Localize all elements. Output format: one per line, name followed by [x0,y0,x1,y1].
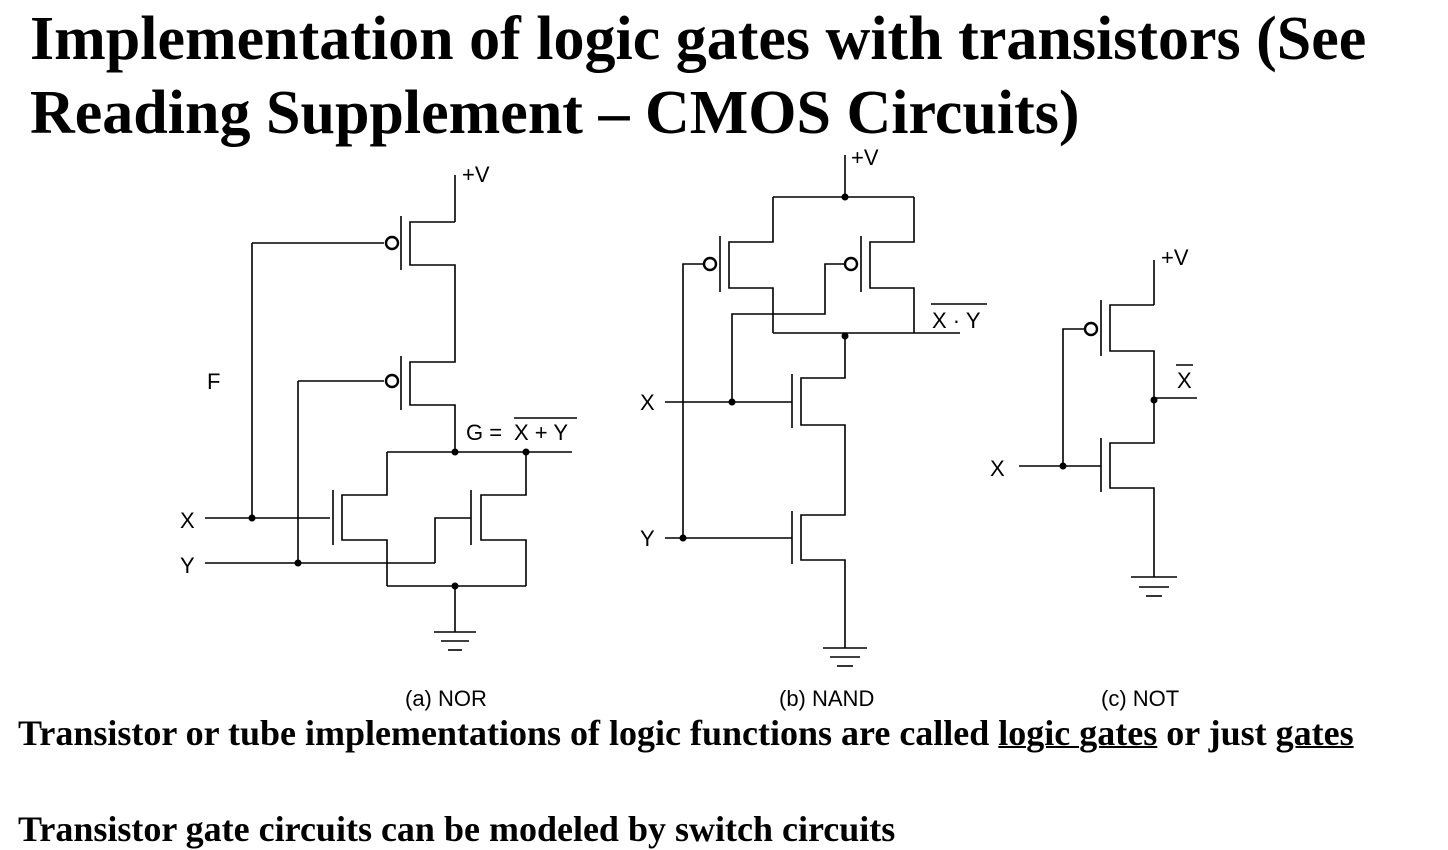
nor-caption: (a) NOR [405,686,487,711]
not-pmos-bubble [1083,321,1099,337]
body-text-1-pre: Transistor or tube implementations of lo… [18,713,999,753]
not-circuit: +V X X (c) NOT [990,245,1197,711]
nor-pmos-bottom-bubble [384,373,400,389]
nor-f-label: F [207,369,220,394]
nor-x-label: X [180,508,195,533]
nand-pmos-right-bubble [843,256,859,272]
nand-x-label: X [640,390,655,415]
nor-y-label: Y [180,553,195,578]
nand-circuit: +V X Y X · Y (b) NAND [640,145,987,711]
body-text-1-mid: or just [1157,713,1276,753]
gates-term: gates [1275,713,1354,753]
nand-output-expr: X · Y [932,308,981,333]
logic-gates-term: logic gates [998,713,1158,753]
not-caption: (c) NOT [1101,686,1179,711]
not-x-label: X [990,456,1005,481]
nor-circuit: +V F X Y [180,162,577,711]
nand-supply-label: +V [851,145,879,170]
body-text-line-1: Transistor or tube implementations of lo… [18,712,1438,754]
nor-output-expr: X + Y [514,420,568,445]
nor-output-prefix: G = [466,420,502,445]
not-output-expr: X [1177,368,1192,393]
nor-pmos-top-bubble [384,235,400,251]
nand-y-label: Y [640,526,655,551]
nand-caption: (b) NAND [779,686,874,711]
nand-pmos-left-bubble [702,256,718,272]
body-text-line-2: Transistor gate circuits can be modeled … [18,809,896,849]
nor-supply-label: +V [462,162,490,187]
page-title: Implementation of logic gates with trans… [30,5,1367,147]
not-supply-label: +V [1161,245,1189,270]
